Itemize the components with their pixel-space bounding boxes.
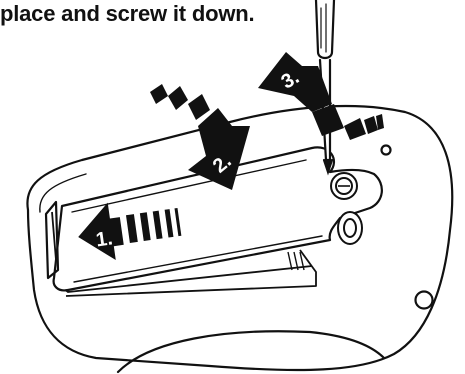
arrow-step-2: 2. <box>150 84 250 190</box>
screwdriver-handle <box>316 0 334 58</box>
housing-front-lip <box>118 331 384 372</box>
housing-hole <box>416 292 433 309</box>
hinge-post <box>338 212 362 244</box>
step-1-label: 1. <box>95 227 115 251</box>
housing-small-mark <box>382 146 391 155</box>
screw-boss <box>331 173 357 199</box>
